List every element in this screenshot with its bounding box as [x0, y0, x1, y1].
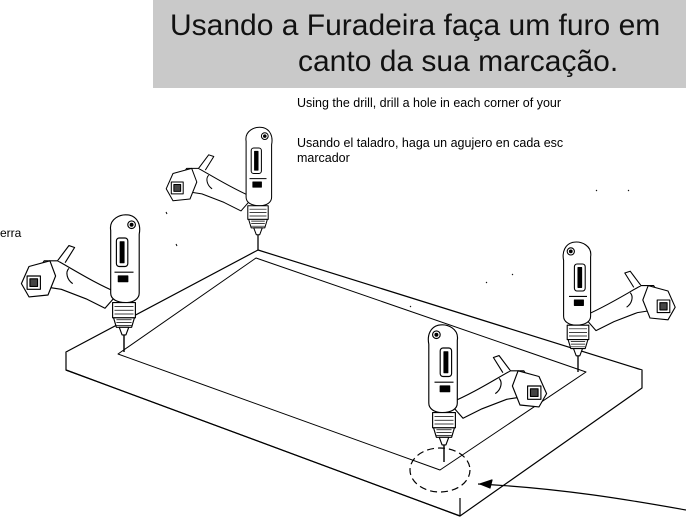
wooden-board — [65, 249, 643, 517]
debris-marks — [165, 189, 630, 308]
title-banner — [153, 0, 686, 88]
title-pt-line2: canto da sua marcação. — [298, 45, 619, 78]
drill-callout — [409, 447, 686, 511]
side-text-fragment: erra — [0, 226, 22, 240]
instruction-es-line1: Usando el taladro, haga un agujero en ca… — [297, 136, 564, 150]
instruction-es-line2: marcador — [297, 151, 350, 165]
drill-back-right — [562, 241, 676, 373]
title-pt-line1: Usando a Furadeira faça um furo em — [170, 9, 661, 42]
drill-front-left — [20, 214, 141, 353]
instruction-en: Using the drill, drill a hole in each co… — [297, 96, 562, 110]
drill-back-left — [165, 126, 273, 251]
